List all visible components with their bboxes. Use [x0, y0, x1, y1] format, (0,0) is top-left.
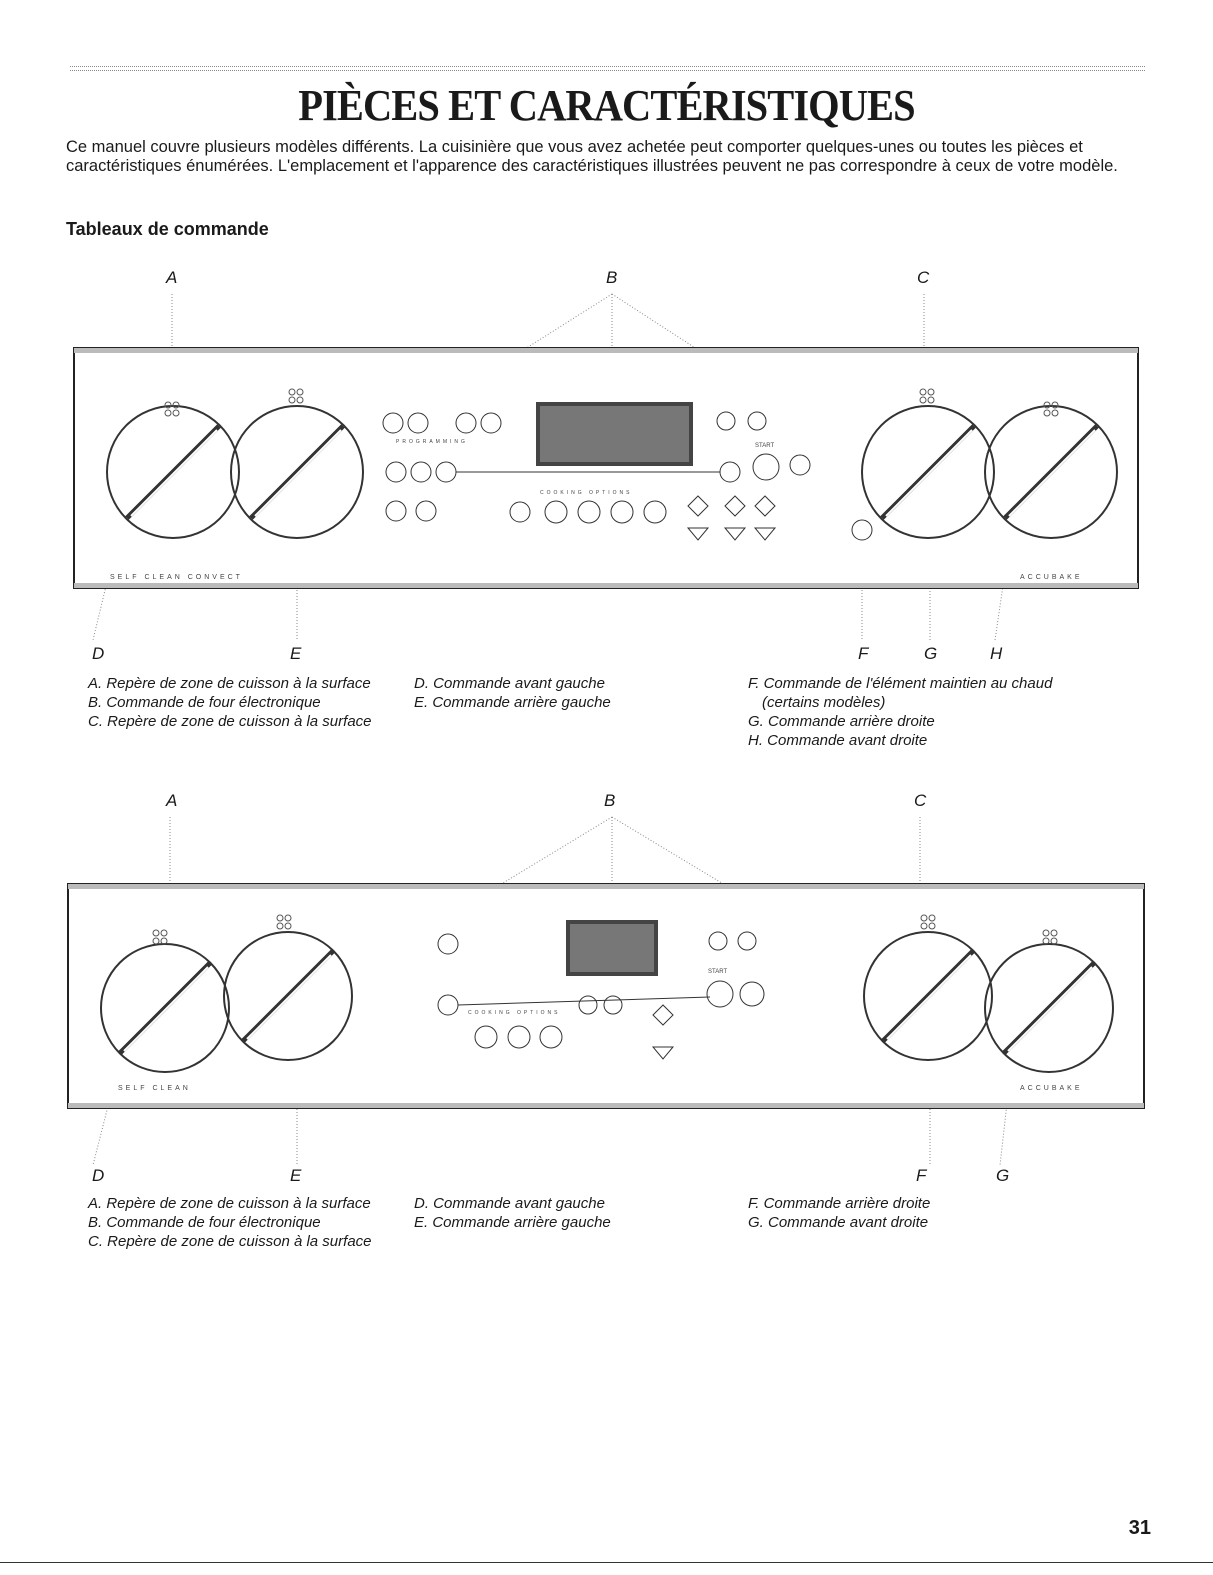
control-panel-diagram-1: SELF CLEAN CONVECT ACCUBAKE PROGRAMMING …	[73, 293, 1139, 641]
knob-right-rear	[861, 405, 995, 539]
knob-right-front	[984, 405, 1118, 539]
oven-control-center-2: COOKING OPTIONS START	[437, 920, 765, 1060]
intro-paragraph: Ce manuel couvre plusieurs modèles diffé…	[66, 138, 1118, 175]
panel-text-self-clean: SELF CLEAN CONVECT	[110, 574, 243, 581]
caption-g-2: G. Commande avant droite	[748, 1214, 929, 1231]
panel-text-programming: PROGRAMMING	[396, 439, 468, 445]
caption-e-2: E. Commande arrière gauche	[414, 1214, 611, 1231]
callout-label-e: E	[290, 644, 302, 663]
panel-text-accubake: ACCUBAKE	[1020, 574, 1083, 581]
caption-c: C. Repère de zone de cuisson à la surfac…	[88, 713, 372, 730]
panel-text-start: START	[755, 443, 774, 449]
callout-label-b-2: B	[604, 791, 616, 810]
caption-column-2-2: D. Commande avant gauche E. Commande arr…	[414, 1194, 611, 1232]
callout-label-h: H	[990, 644, 1003, 663]
surface-zone-icon-2	[152, 914, 1058, 945]
callout-label-c: C	[917, 268, 930, 287]
caption-column-1-2: A. Repère de zone de cuisson à la surfac…	[88, 1194, 372, 1251]
callout-label-d: D	[92, 644, 105, 663]
caption-column-2: D. Commande avant gauche E. Commande arr…	[414, 674, 611, 712]
page-number: 31	[1128, 1517, 1151, 1539]
caption-h: H. Commande avant droite	[748, 732, 928, 749]
top-rule	[70, 66, 1145, 71]
page-title: PIÈCES ET CARACTÉRISTIQUES	[298, 81, 915, 130]
knob-left-rear	[230, 405, 364, 539]
panel-text-self-clean-2: SELF CLEAN	[118, 1085, 191, 1092]
caption-f-note: (certains modèles)	[762, 694, 886, 711]
caption-a-2: A. Repère de zone de cuisson à la surfac…	[88, 1195, 371, 1212]
caption-a: A. Repère de zone de cuisson à la surfac…	[88, 675, 371, 692]
panel-text-accubake-2: ACCUBAKE	[1020, 1085, 1083, 1092]
control-panel-diagram-2: SELF CLEAN ACCUBAKE COOKING OPTIONS STAR…	[67, 816, 1145, 1166]
callout-label-f-2: F	[916, 1166, 927, 1185]
callout-label-g: G	[924, 644, 938, 663]
callout-label-g-2: G	[996, 1166, 1010, 1185]
caption-b: B. Commande de four électronique	[88, 694, 321, 711]
surface-zone-icon	[164, 388, 1059, 417]
knob-left-front-2	[100, 943, 230, 1073]
caption-d: D. Commande avant gauche	[414, 675, 605, 692]
callout-label-b: B	[606, 268, 618, 287]
section-heading: Tableaux de commande	[66, 219, 269, 239]
knob-left-rear-2	[223, 931, 353, 1061]
caption-c-2: C. Repère de zone de cuisson à la surfac…	[88, 1233, 372, 1250]
caption-column-1: A. Repère de zone de cuisson à la surfac…	[88, 674, 372, 731]
caption-g: G. Commande arrière droite	[748, 713, 935, 730]
callout-label-e-2: E	[290, 1166, 302, 1185]
callout-label-a-2: A	[166, 791, 178, 810]
callout-label-c-2: C	[914, 791, 927, 810]
caption-f-2: F. Commande arrière droite	[748, 1195, 931, 1212]
caption-f: F. Commande de l'élément maintien au cha…	[748, 675, 1053, 692]
caption-column-3-2: F. Commande arrière droite G. Commande a…	[748, 1194, 930, 1232]
caption-column-3: F. Commande de l'élément maintien au cha…	[748, 674, 1052, 750]
panel-text-start-2: START	[708, 969, 727, 975]
bottom-rule	[0, 1562, 1213, 1563]
callout-label-d-2: D	[92, 1166, 105, 1185]
callout-label-a: A	[166, 268, 178, 287]
caption-d-2: D. Commande avant gauche	[414, 1195, 605, 1212]
panel-text-cooking-options: COOKING OPTIONS	[540, 490, 633, 496]
oven-control-center: PROGRAMMING COOKING OPTIONS START	[382, 402, 873, 541]
callout-label-f: F	[858, 644, 869, 663]
knob-right-rear-2	[863, 931, 993, 1061]
panel-text-cooking-options-2: COOKING OPTIONS	[468, 1010, 561, 1016]
knob-right-front-2	[984, 943, 1114, 1073]
caption-e: E. Commande arrière gauche	[414, 694, 611, 711]
caption-b-2: B. Commande de four électronique	[88, 1214, 321, 1231]
